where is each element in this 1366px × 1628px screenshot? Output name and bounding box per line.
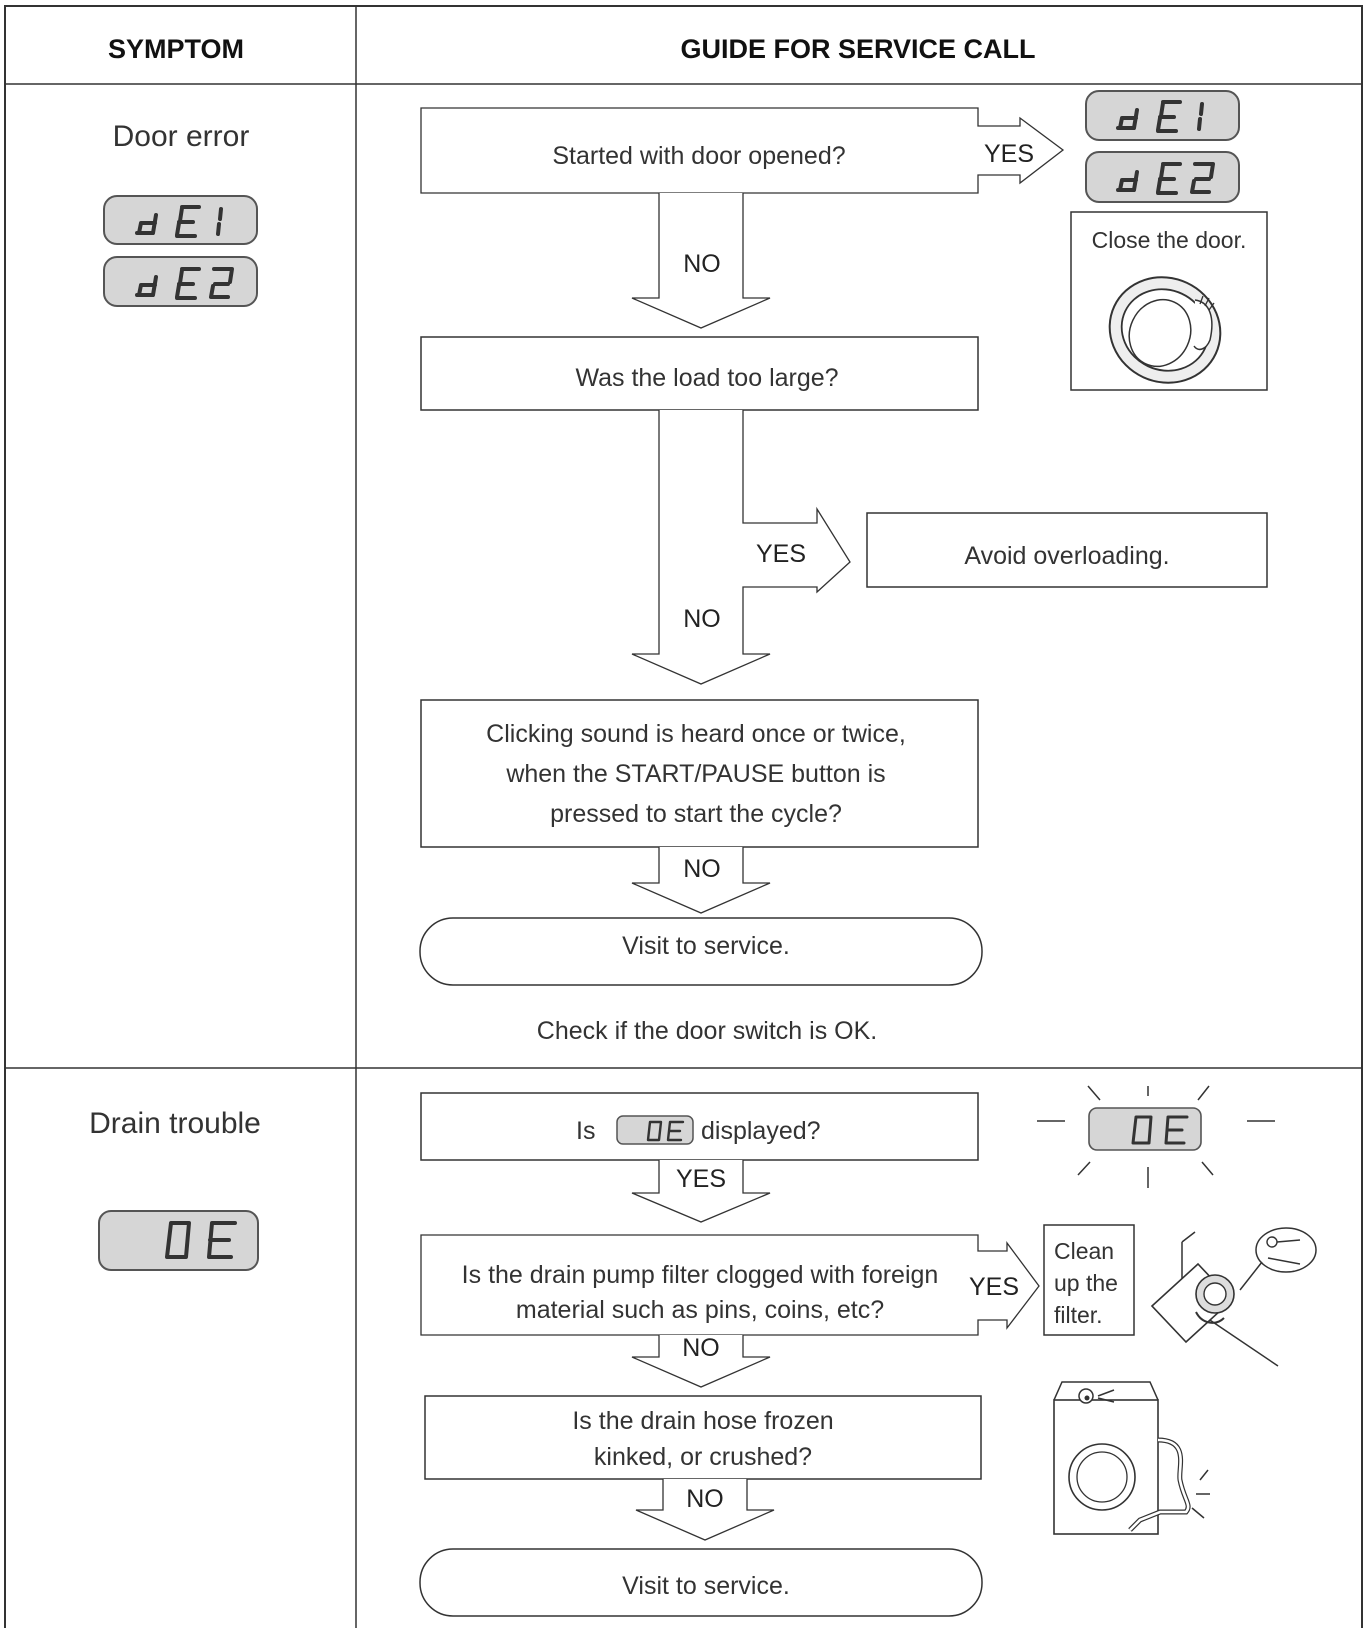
lcd-oe-display: [98, 1210, 259, 1271]
clean-filter-box: [1043, 1224, 1135, 1336]
door-visit-service-text: Visit to service.: [622, 932, 790, 960]
lcd-de2-display: [103, 256, 258, 307]
close-door-text: Close the door.: [1092, 227, 1247, 253]
clean-filter-line-1: Clean: [1054, 1238, 1114, 1264]
door-q1-text: Started with door opened?: [552, 142, 845, 170]
avoid-overloading-text: Avoid overloading.: [964, 542, 1169, 570]
filter-illustration: [1150, 1227, 1317, 1367]
door-q3-box: [420, 699, 979, 848]
door-q3-no-arrow: [631, 847, 771, 914]
door-q1-box: [420, 107, 1065, 194]
drain-q2-box: [420, 1234, 1040, 1336]
door-q3-line-1: Clicking sound is heard once or twice,: [486, 720, 906, 748]
clean-filter-line-3: filter.: [1054, 1302, 1103, 1328]
door-q3-line-3: pressed to start the cycle?: [550, 800, 842, 828]
drain-q1-prefix: Is: [576, 1117, 595, 1145]
lcd-de2-display-small: [1085, 151, 1240, 203]
symptom-door-error: Door error: [113, 120, 250, 153]
drain-q3-line-1: Is the drain hose frozen: [572, 1407, 833, 1435]
lcd-oe-flashing: [1037, 1085, 1275, 1188]
door-q1-no-label: NO: [683, 250, 721, 278]
washer-hose-illustration: [1053, 1381, 1210, 1535]
lcd-de1-display-small: [1085, 90, 1240, 141]
door-q2-text: Was the load too large?: [575, 364, 838, 392]
drain-q2-no-label: NO: [682, 1334, 720, 1362]
door-q2-no-label: NO: [683, 605, 721, 633]
door-q2-yes-label: YES: [756, 540, 806, 568]
symptom-drain-trouble: Drain trouble: [89, 1107, 261, 1140]
drain-q1-box: [420, 1092, 979, 1161]
door-q3-no-label: NO: [683, 855, 721, 883]
door-q1-no-arrow: [631, 193, 771, 329]
drain-q1-yes-label: YES: [676, 1165, 726, 1193]
drain-q2-no-arrow: [631, 1335, 771, 1388]
door-q2-box: [420, 336, 979, 411]
avoid-overloading-box: [866, 512, 1268, 588]
drain-q3-line-2: kinked, or crushed?: [594, 1443, 812, 1471]
header-symptom: SYMPTOM: [108, 34, 244, 64]
drain-q3-no-label: NO: [686, 1485, 724, 1513]
drain-q1-yes-arrow: [631, 1160, 771, 1223]
drain-visit-service-text: Visit to service.: [622, 1572, 790, 1600]
door-q3-line-2: when the START/PAUSE button is: [505, 760, 885, 788]
drain-q3-no-arrow: [635, 1479, 775, 1541]
door-switch-note: Check if the door switch is OK.: [537, 1017, 877, 1045]
table-grid: [4, 5, 1363, 1628]
lcd-de1-display: [103, 195, 258, 245]
door-q1-yes-label: YES: [984, 140, 1034, 168]
drain-q1-suffix: displayed?: [701, 1117, 821, 1145]
lcd-oe-inline: [616, 1115, 694, 1145]
drain-q2-line-1: Is the drain pump filter clogged with fo…: [462, 1261, 939, 1289]
drain-q2-line-2: material such as pins, coins, etc?: [516, 1296, 884, 1324]
door-illustration: [1108, 276, 1222, 384]
header-guide: GUIDE FOR SERVICE CALL: [680, 34, 1035, 64]
door-q2-no-arrow: [631, 410, 851, 685]
drain-q2-yes-label: YES: [969, 1273, 1019, 1301]
clean-filter-line-2: up the: [1054, 1270, 1118, 1296]
drain-visit-service-terminal: [419, 1548, 983, 1617]
door-visit-service-terminal: [419, 917, 983, 986]
